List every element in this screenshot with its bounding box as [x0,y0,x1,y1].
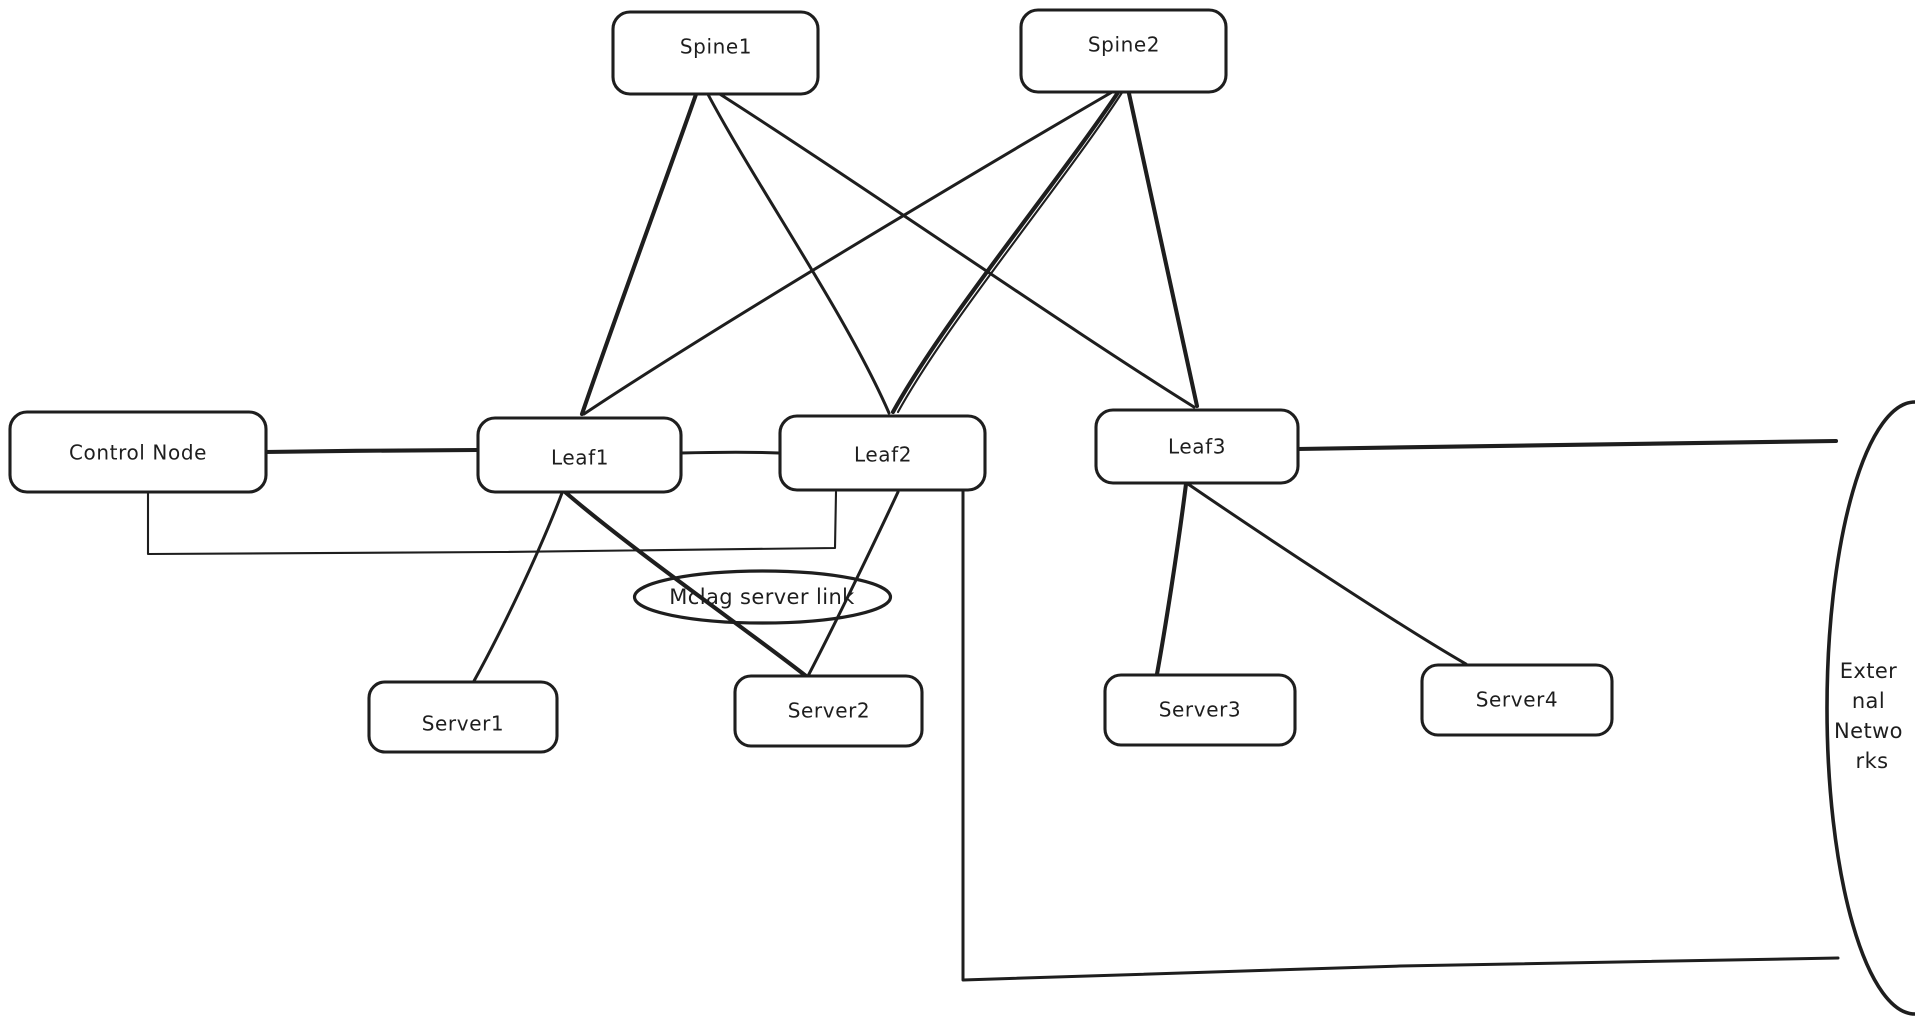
edge-leaf1-server2[interactable] [562,489,809,679]
edge-leaf3-external-networks[interactable] [1294,438,1839,452]
edge-layer [146,80,1840,982]
mclag-label: Mclag server link [669,585,855,609]
mclag-ellipse[interactable] [632,569,893,625]
server1-box[interactable] [367,680,559,754]
leaf3-label: Leaf3 [1168,435,1226,459]
node-server4[interactable]: Server4 [1420,663,1614,737]
external-networks-label-line-0: Exter [1840,659,1897,683]
spine1-box[interactable] [611,10,820,96]
control-node-box[interactable] [8,410,268,494]
node-server3[interactable]: Server3 [1103,673,1297,747]
server3-label: Server3 [1159,698,1242,722]
server1-label: Server1 [422,712,505,736]
node-leaf1[interactable]: Leaf1 [476,416,683,494]
node-leaf2[interactable]: Leaf2 [778,414,987,492]
edge-spine1-leaf2[interactable] [700,81,891,415]
leaf3-box[interactable] [1094,408,1300,485]
node-spine1[interactable]: Spine1 [611,10,820,96]
leaf2-box[interactable] [778,414,987,492]
external-networks-ellipse[interactable] [1825,400,1915,1016]
edge-spine2-leaf2-parallel[interactable] [896,86,1127,414]
external-networks-label-line-2: Netwo [1834,719,1903,743]
leaf1-box[interactable] [476,416,683,494]
edge-spine1-leaf3[interactable] [702,82,1196,409]
node-leaf3[interactable]: Leaf3 [1094,408,1300,485]
external-networks-label: Exter nal Netwo rks [1834,659,1910,773]
node-spine2[interactable]: Spine2 [1019,8,1228,94]
server4-label: Server4 [1476,688,1559,712]
edge-spine1-leaf1[interactable] [579,80,703,417]
server3-box[interactable] [1103,673,1297,747]
spine1-label: Spine1 [680,35,752,59]
spine2-box[interactable] [1019,8,1228,94]
edge-leaf1-leaf2[interactable] [679,450,781,455]
edge-controlnode-leaf1[interactable] [261,447,480,455]
edge-controlnode-leaf2[interactable] [146,490,838,556]
external-networks-label-line-3: rks [1856,749,1889,773]
control-node-label: Control Node [69,441,207,465]
node-server2[interactable]: Server2 [733,674,924,748]
edge-leaf1-server1[interactable] [472,491,564,683]
server2-label: Server2 [788,699,871,723]
node-mclag-server-link[interactable]: Mclag server link [632,569,893,625]
server4-box[interactable] [1420,663,1614,737]
edge-leaf3-server4[interactable] [1186,482,1468,666]
edge-leaf3-server3[interactable] [1154,481,1189,677]
leaf1-label: Leaf1 [551,446,609,470]
edge-leaf2-external-networks[interactable] [961,488,1840,982]
leaf2-label: Leaf2 [854,443,912,467]
edge-leaf2-server2[interactable] [806,490,900,678]
external-networks-label-line-1: nal [1852,689,1885,713]
edge-spine2-leaf2[interactable] [890,85,1124,415]
node-control-node[interactable]: Control Node [8,410,268,494]
node-external-networks[interactable]: Exter nal Netwo rks [1825,400,1915,1016]
edge-spine2-leaf3[interactable] [1125,86,1200,409]
server2-box[interactable] [733,674,924,748]
node-server1[interactable]: Server1 [367,680,559,754]
edge-spine2-leaf1[interactable] [582,86,1121,416]
spine2-label: Spine2 [1088,33,1160,57]
